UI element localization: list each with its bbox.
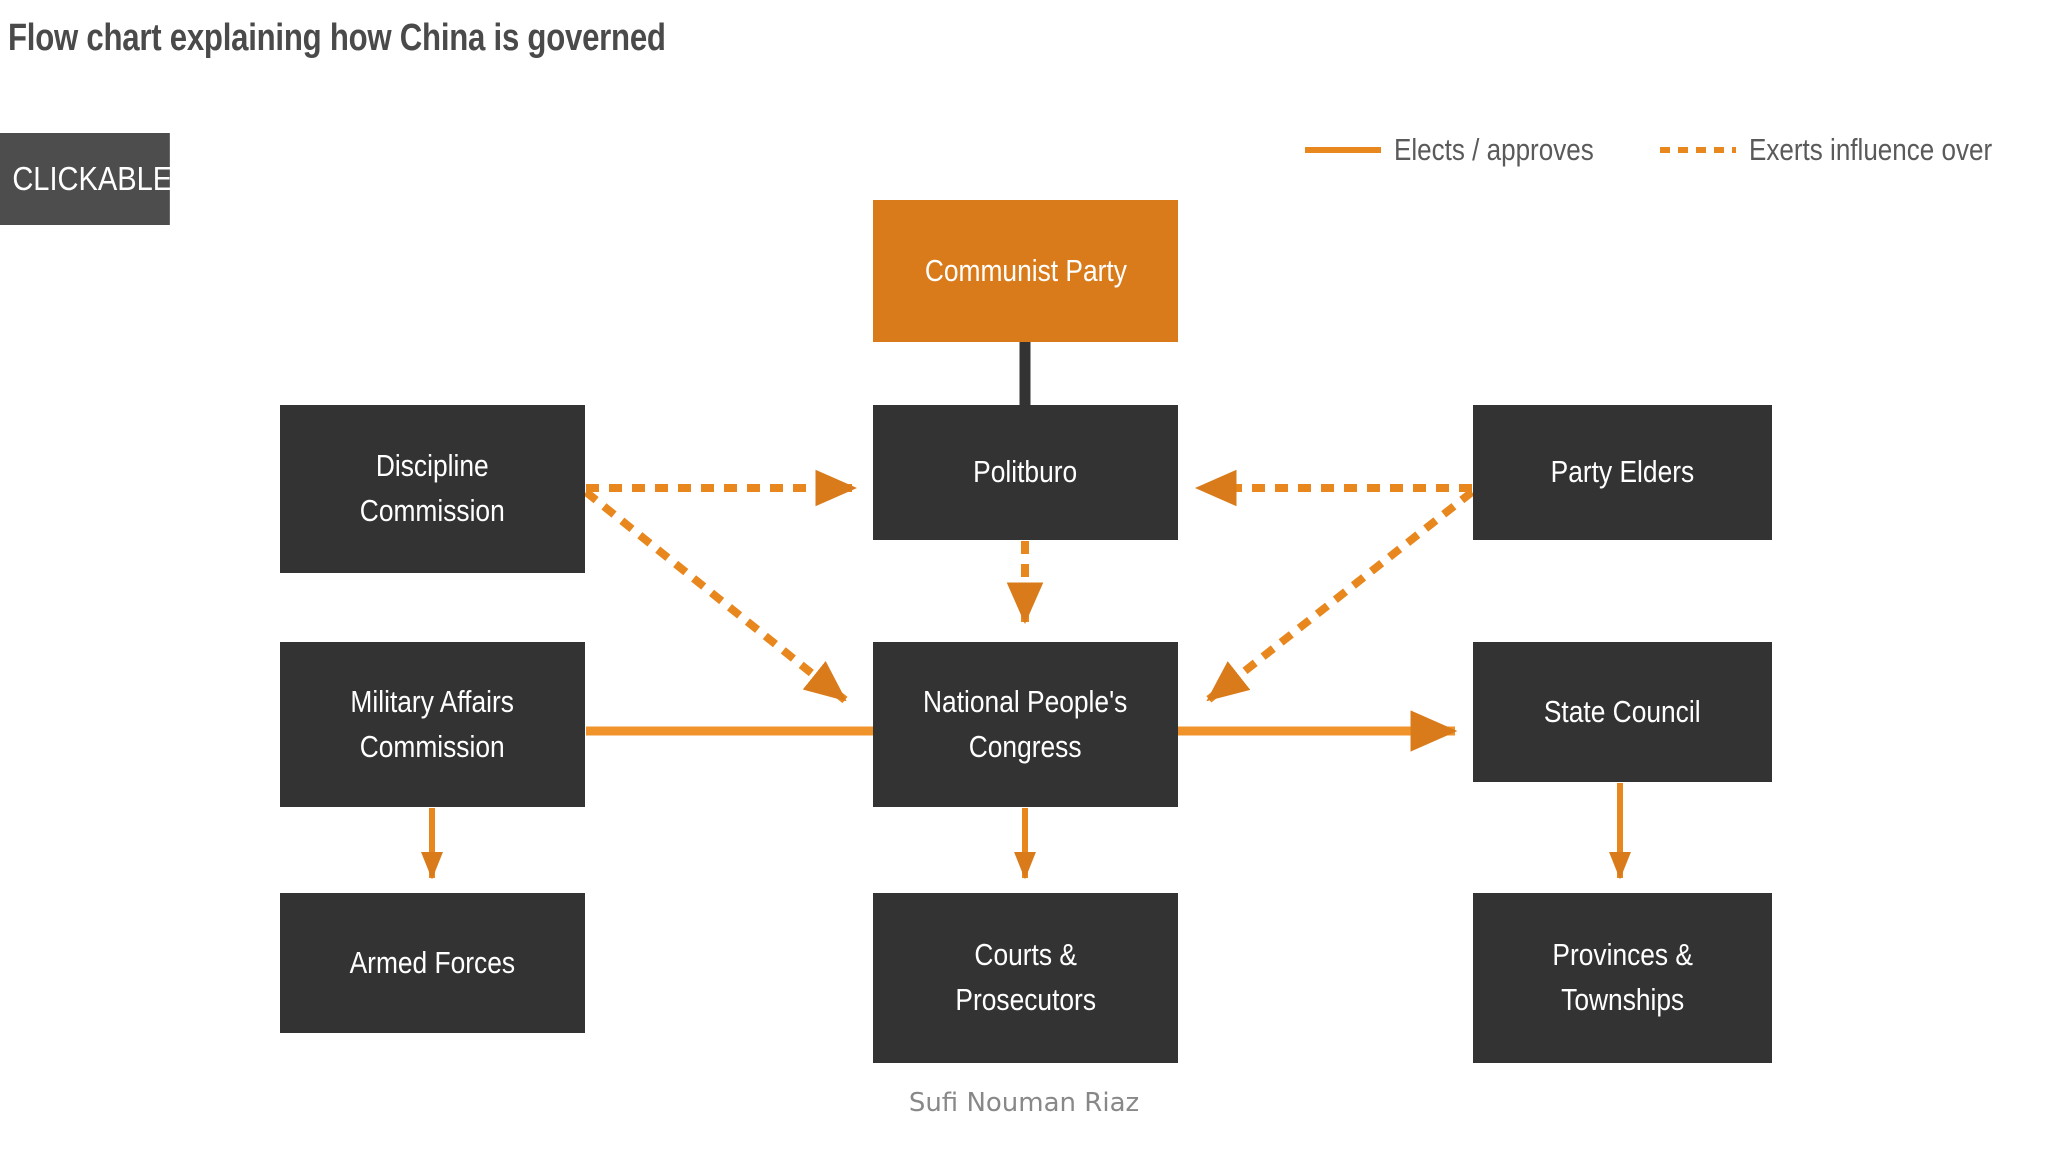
credit-text: Sufi Nouman Riaz	[908, 1088, 1140, 1118]
node-courts-prosecutors[interactable]: Courts &Prosecutors	[873, 893, 1178, 1063]
node-label: State Council	[1544, 693, 1701, 729]
node-label: Provinces &Townships	[1552, 937, 1693, 1017]
dotted-line-icon	[1659, 147, 1736, 153]
node-politburo[interactable]: Politburo	[873, 405, 1178, 540]
page-title: Flow chart explaining how China is gover…	[8, 17, 666, 59]
edge-discipline-commission-to-npc	[583, 488, 848, 704]
edge-party-elders-to-npc	[1205, 488, 1475, 704]
node-provinces-townships[interactable]: Provinces &Townships	[1473, 893, 1772, 1063]
node-label: Courts &Prosecutors	[955, 937, 1096, 1017]
clickable-badge[interactable]: CLICKABLE	[0, 133, 172, 225]
node-label: Communist Party	[924, 252, 1127, 288]
solid-line-icon	[1304, 147, 1381, 153]
node-label: Politburo	[973, 454, 1078, 490]
legend-label-influence: Exerts influence over	[1748, 132, 1992, 167]
legend-item-influence: Exerts influence over	[1659, 132, 2038, 168]
node-communist-party[interactable]: Communist Party	[873, 200, 1178, 342]
node-label: Armed Forces	[349, 944, 516, 980]
node-label: Party Elders	[1550, 454, 1695, 490]
node-armed-forces[interactable]: Armed Forces	[280, 893, 585, 1033]
legend: Elects / approves Exerts influence over	[1304, 132, 2038, 168]
legend-label-elects: Elects / approves	[1393, 132, 1594, 167]
node-state-council[interactable]: State Council	[1473, 642, 1772, 782]
node-party-elders[interactable]: Party Elders	[1473, 405, 1772, 540]
legend-item-elects: Elects / approves	[1304, 132, 1632, 168]
